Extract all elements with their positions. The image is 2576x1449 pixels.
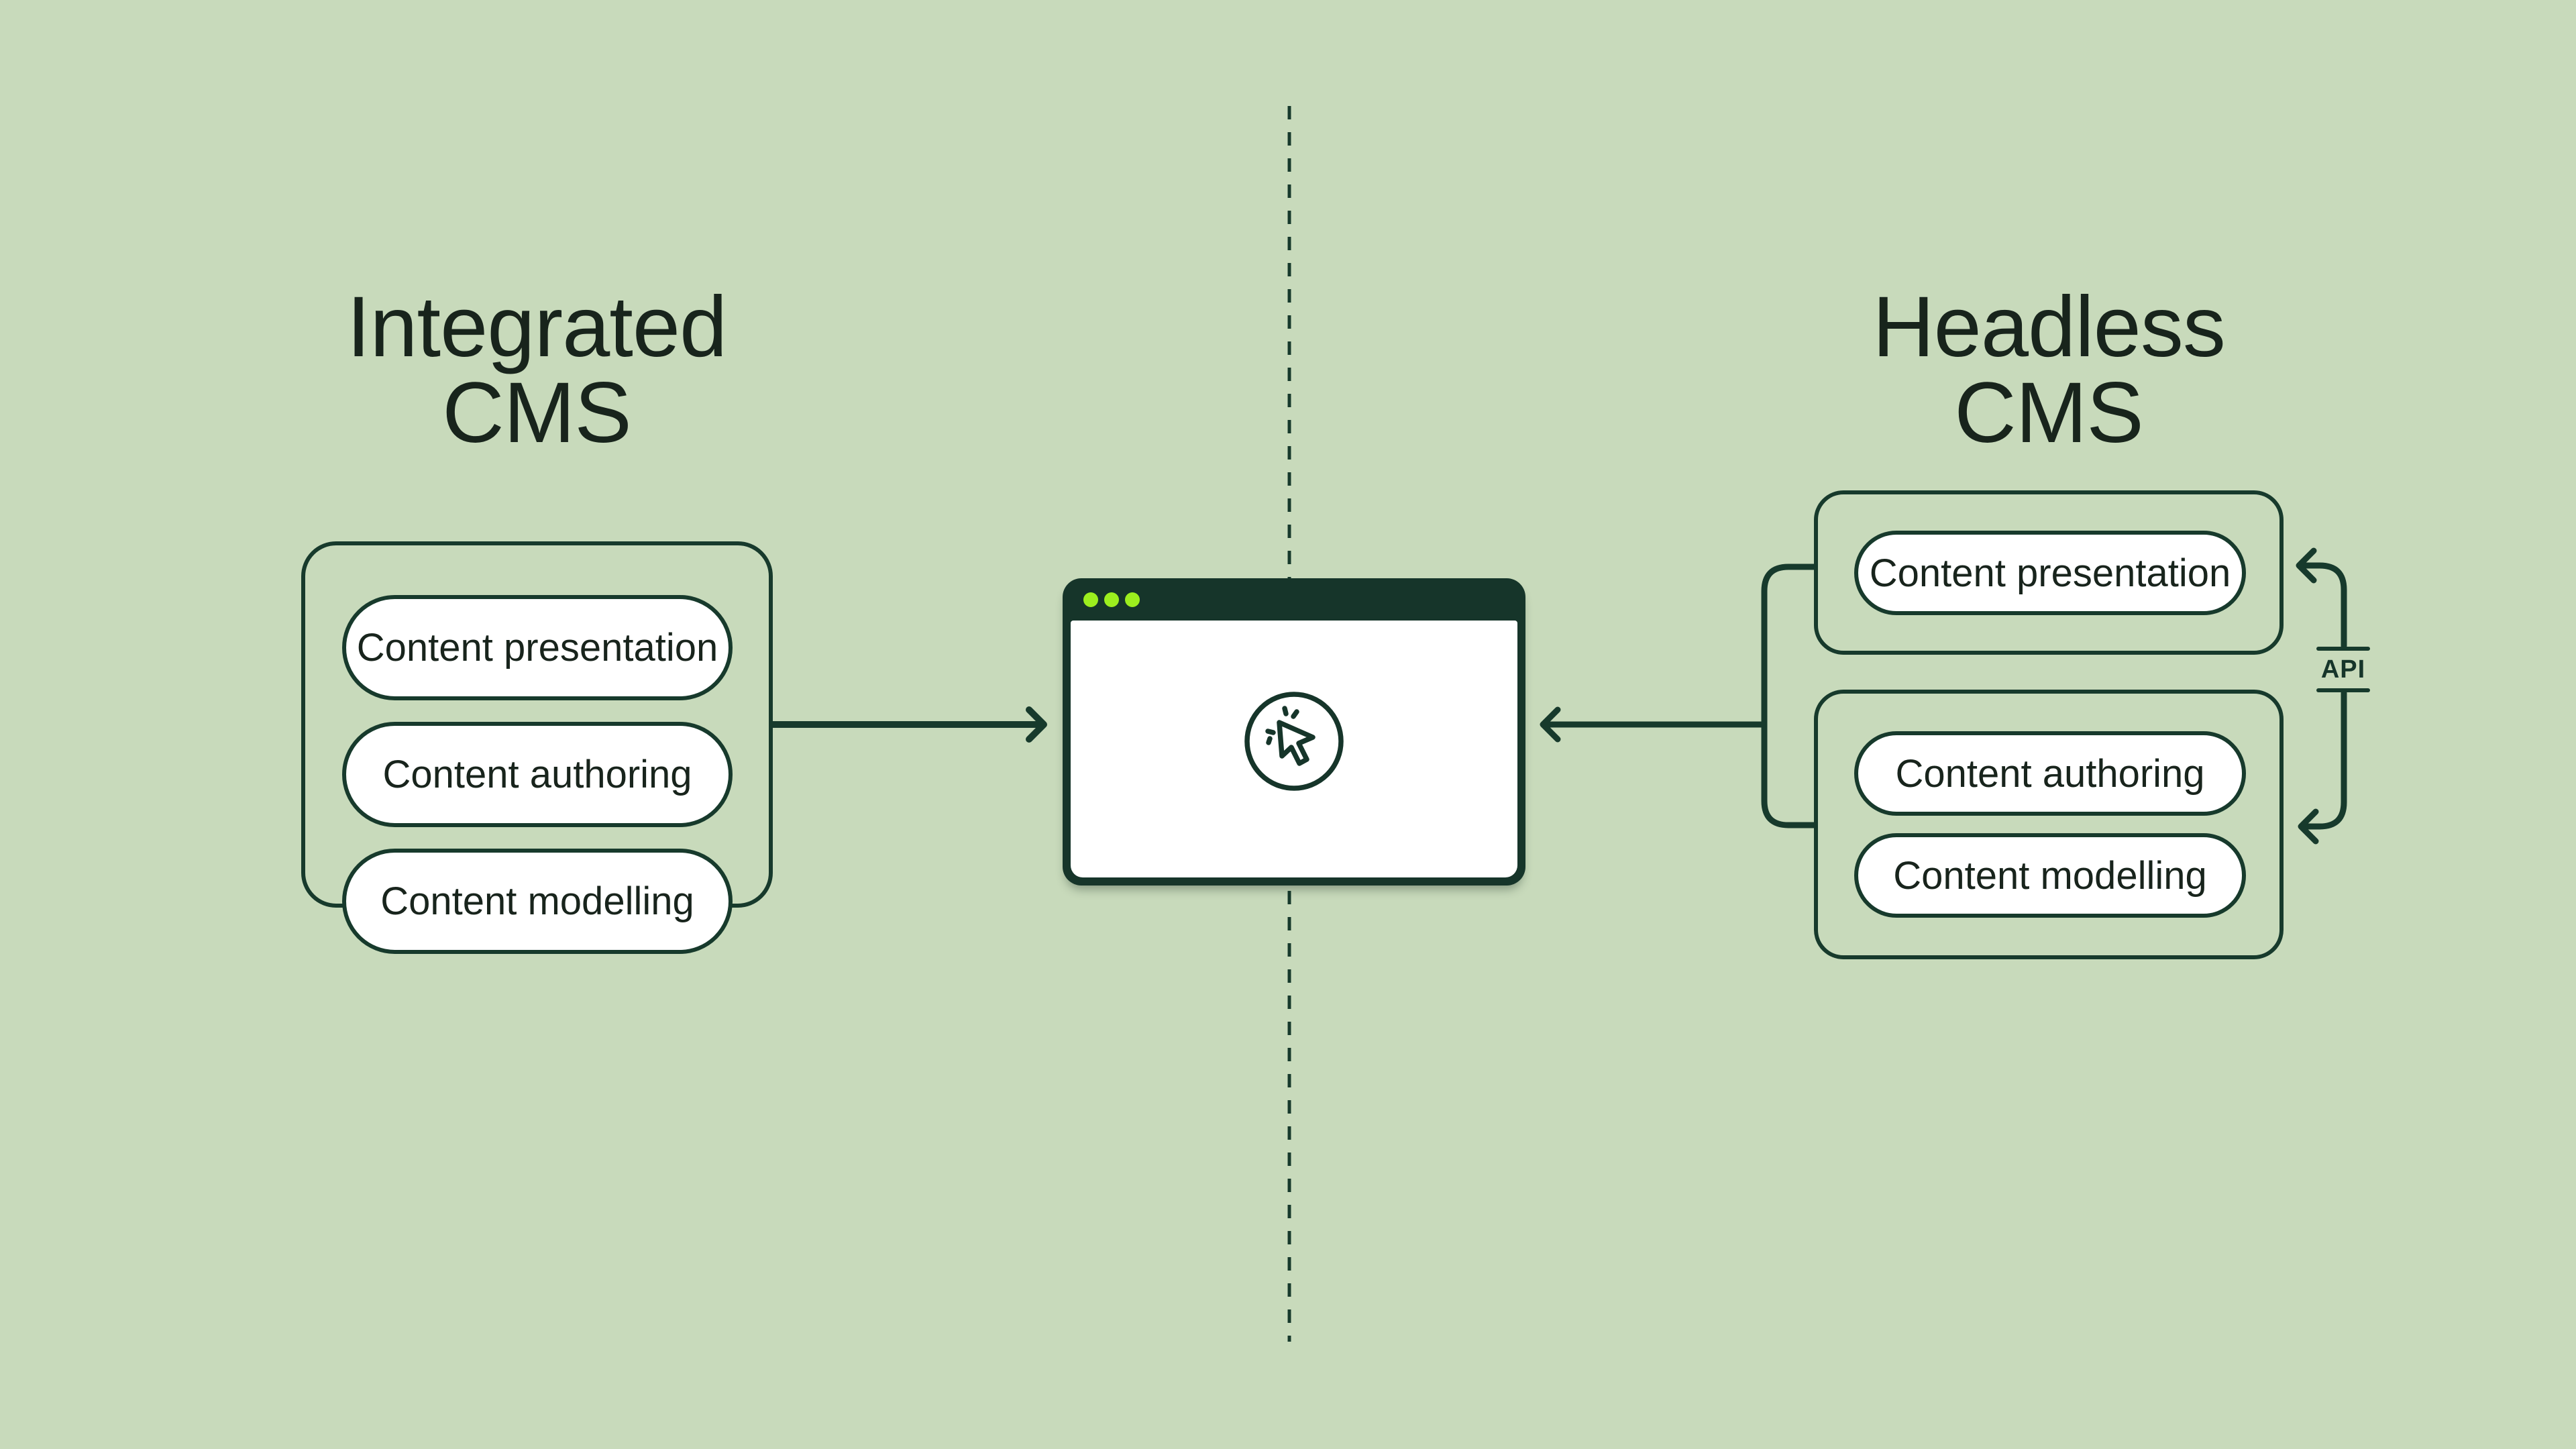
- api-label: API: [2320, 655, 2366, 684]
- arrow-integrated-to-window: [769, 706, 1047, 743]
- cursor-click-icon: [1244, 691, 1344, 791]
- integrated-cms-group: Content presentation Content authoring C…: [301, 541, 773, 954]
- headless-presentation-group: Content presentation: [1814, 490, 2284, 655]
- window-titlebar: [1063, 578, 1525, 621]
- pill-content-presentation: Content presentation: [342, 595, 733, 700]
- window-dot: [1083, 592, 1098, 607]
- api-bracket-bottom-arrow: [2298, 690, 2347, 845]
- headless-cms-title: Headless CMS: [1872, 279, 2226, 461]
- pill-content-authoring: Content authoring: [1854, 731, 2246, 816]
- browser-window-illustration: [1063, 578, 1525, 885]
- pill-content-authoring: Content authoring: [342, 722, 733, 827]
- window-dot: [1125, 592, 1140, 607]
- bracket-headless-merge: [1540, 564, 1817, 828]
- api-bracket-top-arrow: [2296, 547, 2347, 649]
- window-dot: [1104, 592, 1119, 607]
- window-body: [1071, 621, 1517, 877]
- pill-content-modelling: Content modelling: [1854, 833, 2246, 918]
- headless-backend-group: Content authoring Content modelling: [1814, 690, 2284, 959]
- pill-content-presentation: Content presentation: [1854, 531, 2246, 615]
- integrated-cms-title: Integrated CMS: [346, 279, 727, 461]
- pill-content-modelling: Content modelling: [342, 849, 733, 954]
